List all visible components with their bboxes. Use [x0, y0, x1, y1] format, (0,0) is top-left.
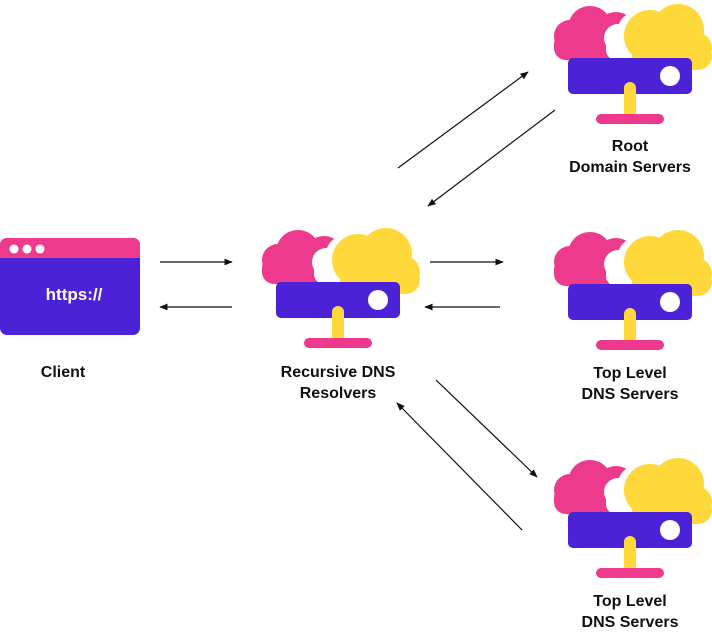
client-label: Client — [20, 362, 106, 383]
arrow-root-to-resolver — [427, 109, 556, 207]
resolver-label: Recursive DNS Resolvers — [248, 362, 428, 404]
root-label-line1: Root — [611, 138, 649, 155]
tld-label-1-line2: DNS Servers — [581, 386, 679, 403]
browser-url-text: https:// — [46, 285, 103, 304]
tld-label-1: Top Level DNS Servers — [540, 363, 712, 405]
resolver-label-line1: Recursive DNS — [280, 364, 396, 381]
root-cloud-server-icon — [554, 4, 712, 124]
tld-cloud-server-icon-2 — [554, 458, 712, 578]
resolver-cloud-server-icon — [262, 228, 420, 348]
resolver-label-line2: Resolvers — [299, 385, 377, 402]
root-label: Root Domain Servers — [540, 136, 712, 178]
arrow-resolver-to-root — [397, 71, 529, 169]
tld-label-2-line2: DNS Servers — [581, 614, 679, 631]
root-label-line2: Domain Servers — [569, 159, 691, 176]
arrow-tld2-to-resolver — [396, 402, 523, 531]
tld-label-2-line1: Top Level — [593, 593, 667, 610]
tld-cloud-server-icon-1 — [554, 230, 712, 350]
tld-label-2: Top Level DNS Servers — [540, 591, 712, 633]
browser-window-icon: https:// — [0, 238, 140, 335]
arrow-resolver-to-tld2 — [435, 379, 538, 478]
client-label-text: Client — [40, 364, 86, 381]
tld-label-1-line1: Top Level — [593, 365, 667, 382]
